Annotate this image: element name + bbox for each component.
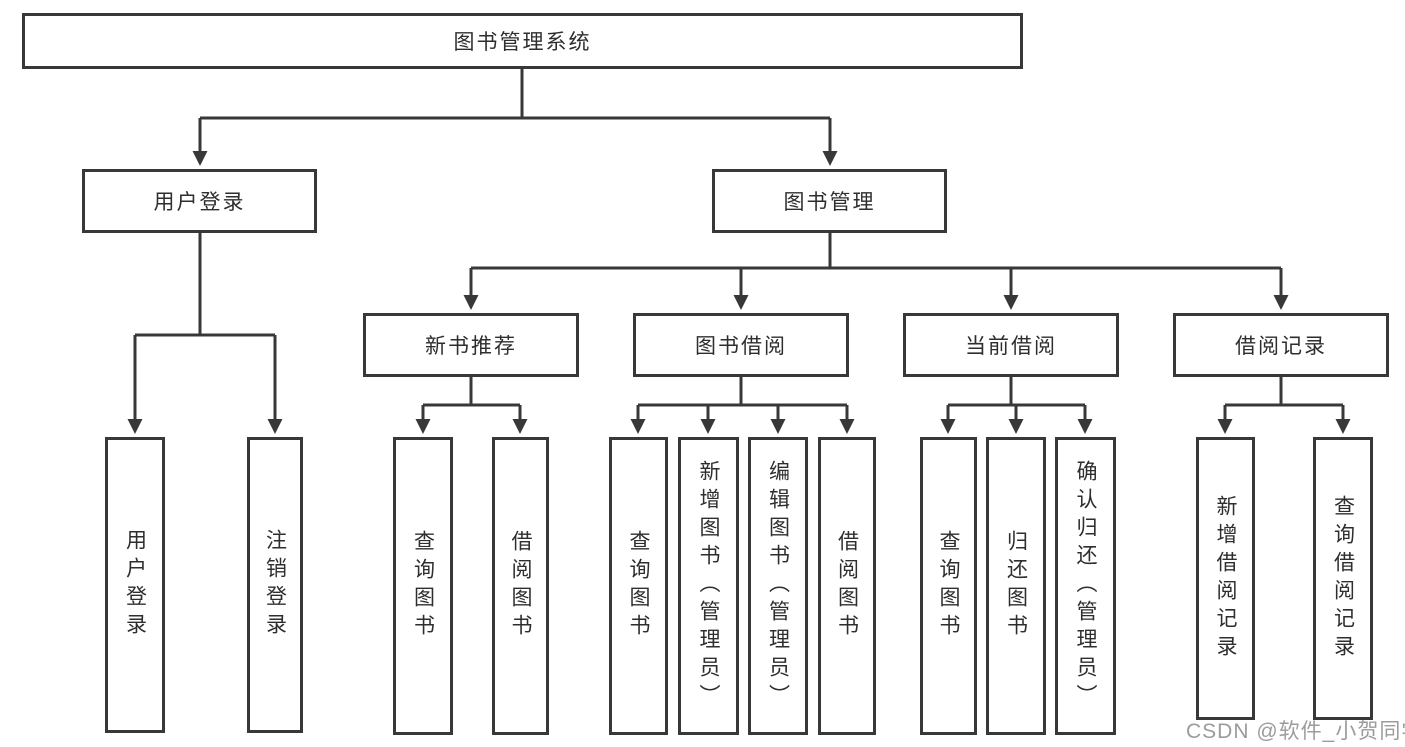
leaf-user-login-label: 用户登录 [123, 529, 147, 641]
node-book-borrow: 图书借阅 [633, 313, 849, 377]
leaf-cb-return-books-label: 归还图书 [1004, 530, 1028, 642]
leaf-cb-return-books: 归还图书 [986, 437, 1046, 735]
leaf-br-query-record-label: 查询借阅记录 [1331, 494, 1355, 663]
leaf-user-login: 用户登录 [105, 437, 165, 733]
leaf-logout: 注销登录 [247, 437, 303, 733]
node-new-book-recommend-label: 新书推荐 [425, 335, 517, 358]
node-user-login: 用户登录 [82, 169, 317, 233]
watermark-text: CSDN @软件_小贺同学 [1186, 720, 1405, 743]
leaf-cb-confirm-return-admin: 确认归还（管理员） [1055, 437, 1116, 735]
leaf-bb-borrow-books-label: 借阅图书 [835, 530, 859, 642]
leaf-bb-edit-books-admin-label: 编辑图书（管理员） [766, 460, 790, 712]
leaf-nbr-query-books-label: 查询图书 [411, 530, 435, 642]
leaf-br-add-record: 新增借阅记录 [1196, 437, 1255, 720]
leaf-bb-query-books-label: 查询图书 [627, 530, 650, 642]
node-root-label: 图书管理系统 [453, 31, 592, 54]
leaf-bb-add-books-admin: 新增图书（管理员） [678, 437, 739, 735]
leaf-cb-query-books-label: 查询图书 [937, 530, 960, 642]
node-book-management-label: 图书管理 [783, 191, 876, 214]
node-book-management: 图书管理 [712, 169, 947, 233]
leaf-bb-add-books-admin-label: 新增图书（管理员） [697, 460, 720, 712]
node-borrow-records-label: 借阅记录 [1235, 335, 1327, 358]
leaf-bb-query-books: 查询图书 [609, 437, 668, 735]
leaf-br-query-record: 查询借阅记录 [1313, 437, 1373, 720]
leaf-br-add-record-label: 新增借阅记录 [1214, 494, 1237, 663]
leaf-nbr-borrow-books: 借阅图书 [492, 437, 549, 735]
leaf-cb-query-books: 查询图书 [920, 437, 977, 735]
node-current-borrow-label: 当前借阅 [965, 335, 1057, 358]
node-user-login-label: 用户登录 [153, 191, 246, 214]
node-book-borrow-label: 图书借阅 [695, 335, 787, 358]
leaf-logout-label: 注销登录 [263, 529, 287, 641]
node-borrow-records: 借阅记录 [1173, 313, 1389, 377]
leaf-bb-edit-books-admin: 编辑图书（管理员） [748, 437, 808, 735]
leaf-bb-borrow-books: 借阅图书 [818, 437, 876, 735]
node-root: 图书管理系统 [22, 13, 1023, 69]
leaf-cb-confirm-return-admin-label: 确认归还（管理员） [1074, 460, 1097, 712]
node-new-book-recommend: 新书推荐 [363, 313, 579, 377]
node-current-borrow: 当前借阅 [903, 313, 1119, 377]
leaf-nbr-borrow-books-label: 借阅图书 [509, 530, 532, 642]
leaf-nbr-query-books: 查询图书 [393, 437, 453, 735]
